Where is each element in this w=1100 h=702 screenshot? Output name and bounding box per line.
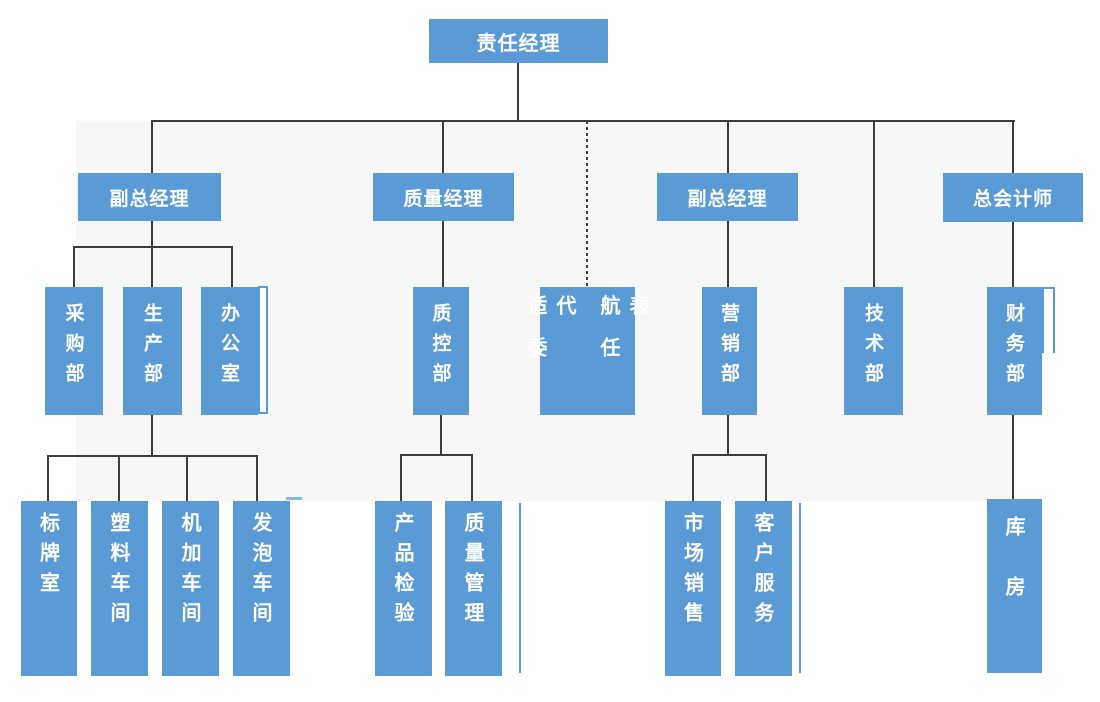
node-procurement-dept[interactable]: 采购部 <box>45 287 103 415</box>
node-chief-accountant[interactable]: 总会计师 <box>943 173 1083 222</box>
connector-qc-down <box>440 415 442 456</box>
connector-vp2-down <box>727 221 729 288</box>
connector-production-down <box>151 415 153 457</box>
node-label: 质量管理 <box>461 512 485 632</box>
node-label-column-2: 航任表 <box>597 295 650 379</box>
connector-qc-branch-horizontal <box>400 454 473 456</box>
node-label: 技术部 <box>862 303 884 393</box>
artifact-outline-office-right <box>258 286 268 414</box>
connector-drop-customer <box>765 454 767 502</box>
artifact-line-customer-right <box>799 503 801 673</box>
node-label: 办公室 <box>218 303 240 393</box>
node-foaming-workshop[interactable]: 发泡车间 <box>233 501 290 676</box>
connector-drop-machining <box>186 455 188 502</box>
node-label-column-1: 适委代 <box>524 295 577 379</box>
connector-production-branch-horizontal <box>47 455 258 457</box>
connector-accountant-top <box>1012 120 1014 174</box>
node-plastic-workshop[interactable]: 塑料车间 <box>91 501 148 676</box>
connector-finance-down <box>1012 415 1014 500</box>
connector-vp1-top <box>151 120 153 174</box>
node-label: 客户服务 <box>751 512 775 632</box>
node-deputy-gm-right[interactable]: 副总经理 <box>657 173 798 221</box>
connector-drop-sales <box>692 454 694 502</box>
connector-drop-office <box>231 246 233 288</box>
node-label: 市场销售 <box>680 512 705 632</box>
connector-accountant-down <box>1012 221 1014 288</box>
node-signage-room[interactable]: 标牌室 <box>21 501 77 676</box>
node-marketing-dept[interactable]: 营销部 <box>702 287 757 415</box>
connector-drop-foaming <box>256 455 258 502</box>
node-quality-management[interactable]: 质量管理 <box>445 501 502 676</box>
node-finance-dept[interactable]: 财务部 <box>987 287 1042 415</box>
node-machining-workshop[interactable]: 机加车间 <box>162 501 219 676</box>
node-deputy-gm-left[interactable]: 副总经理 <box>78 173 221 221</box>
node-label: 机加车间 <box>178 512 202 632</box>
node-label: 库房 <box>1002 516 1026 636</box>
node-label: 副总经理 <box>109 187 190 210</box>
node-label: 质控部 <box>429 303 452 393</box>
node-quality-control-dept[interactable]: 质控部 <box>413 287 469 415</box>
artifact-dash-foaming-top <box>286 497 302 500</box>
connector-drop-signage <box>47 455 49 502</box>
node-label: 责任经理 <box>476 30 561 55</box>
node-office-dept[interactable]: 办公室 <box>201 287 258 415</box>
connector-drop-production <box>151 246 153 288</box>
node-label: 发泡车间 <box>249 512 273 632</box>
artifact-bracket-finance-right <box>1042 287 1055 353</box>
node-label: 采购部 <box>62 303 85 393</box>
node-responsible-manager[interactable]: 责任经理 <box>429 19 608 63</box>
artifact-line-quality-mgmt-right <box>519 503 521 673</box>
node-label: 产品检验 <box>391 512 415 632</box>
connector-marketing-branch-horizontal <box>692 454 767 456</box>
connector-vp1-branch-horizontal <box>73 246 233 248</box>
connector-drop-plastic <box>118 455 120 502</box>
node-warehouse[interactable]: 库房 <box>987 499 1042 673</box>
connector-root-drop <box>517 63 519 121</box>
node-label: 生产部 <box>141 303 163 393</box>
node-label: 塑料车间 <box>107 512 131 632</box>
node-production-dept[interactable]: 生产部 <box>123 287 182 415</box>
connector-quality-down <box>442 221 444 288</box>
connector-vp2-top <box>727 120 729 174</box>
node-quality-manager[interactable]: 质量经理 <box>373 173 514 221</box>
connector-marketing-down <box>727 415 729 456</box>
node-product-inspection[interactable]: 产品检验 <box>375 501 432 676</box>
connector-vp1-down <box>151 221 153 248</box>
node-technology-dept[interactable]: 技术部 <box>844 287 903 415</box>
connector-drop-procurement <box>73 246 75 288</box>
node-label: 总会计师 <box>972 188 1053 210</box>
node-customer-service[interactable]: 客户服务 <box>735 501 792 676</box>
connector-drop-inspection <box>400 454 402 502</box>
node-label: 标牌室 <box>36 512 61 602</box>
node-market-sales[interactable]: 市场销售 <box>665 501 721 676</box>
connector-technology-top <box>873 120 875 288</box>
node-label: 质量经理 <box>403 187 484 210</box>
node-label: 副总经理 <box>687 187 768 210</box>
connector-quality-top <box>442 120 444 174</box>
node-airworthiness-representative[interactable]: 适委代 航任表 <box>524 287 650 415</box>
connector-airworthiness-dashed <box>586 121 588 287</box>
connector-main-horizontal <box>152 120 1015 122</box>
node-label: 财务部 <box>1003 303 1025 393</box>
connector-drop-quality-mgmt <box>471 454 473 502</box>
node-label: 营销部 <box>718 303 740 393</box>
